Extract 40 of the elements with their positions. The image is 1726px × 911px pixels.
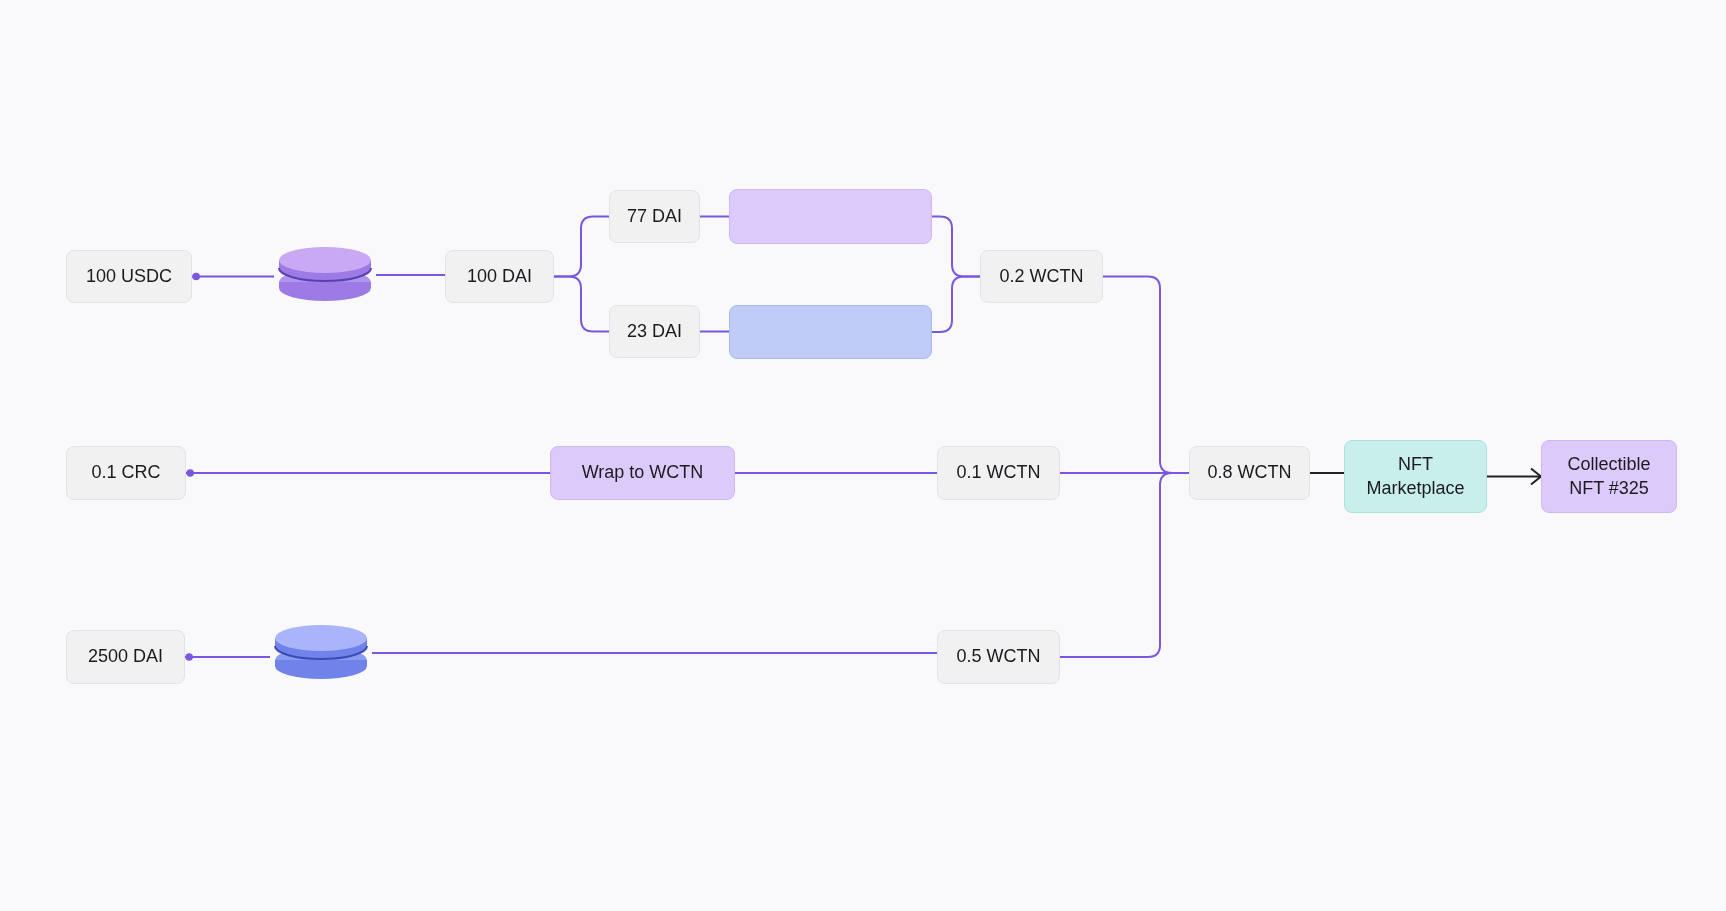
node-label: 100 USDC xyxy=(84,264,173,288)
node-label: 100 DAI xyxy=(465,264,533,288)
node-label: 0.1 WCTN xyxy=(955,461,1042,485)
token-box xyxy=(937,446,1060,500)
connector-line xyxy=(1486,467,1542,486)
token-box xyxy=(1541,440,1677,513)
connector-line xyxy=(371,652,938,654)
token-box xyxy=(66,250,192,303)
token-box xyxy=(445,250,554,303)
node-label: Collectible NFT #325 xyxy=(1566,453,1652,500)
empty-box xyxy=(729,305,932,359)
connector-line xyxy=(1309,472,1345,474)
token-box xyxy=(1189,446,1310,500)
node-label: 0.8 WCTN xyxy=(1206,461,1293,485)
node-label: 0.1 CRC xyxy=(90,461,162,485)
token-box xyxy=(66,446,186,500)
connector-line xyxy=(734,472,938,474)
token-box xyxy=(1344,440,1487,513)
node-label: 0.2 WCTN xyxy=(998,264,1085,288)
connector-line xyxy=(699,215,730,218)
node-label: Wrap to WCTN xyxy=(580,461,705,485)
connector-line xyxy=(375,274,446,276)
node-label: 77 DAI xyxy=(626,204,683,228)
connector-line xyxy=(1059,472,1190,658)
connector-line xyxy=(184,653,271,661)
node-label: NFT Marketplace xyxy=(1365,453,1466,500)
token-box xyxy=(609,305,700,358)
token-box xyxy=(980,250,1103,303)
token-box xyxy=(937,630,1060,684)
connector-line xyxy=(553,275,610,333)
node-label: 0.5 WCTN xyxy=(955,645,1042,669)
connector-line xyxy=(185,469,551,477)
token-box xyxy=(66,630,185,684)
node-label: 2500 DAI xyxy=(86,645,165,669)
token-box xyxy=(609,190,700,243)
node-label: 23 DAI xyxy=(626,319,683,343)
empty-box xyxy=(729,189,932,244)
connector-line xyxy=(191,272,275,281)
connector-line xyxy=(699,330,730,333)
token-box xyxy=(550,446,735,500)
